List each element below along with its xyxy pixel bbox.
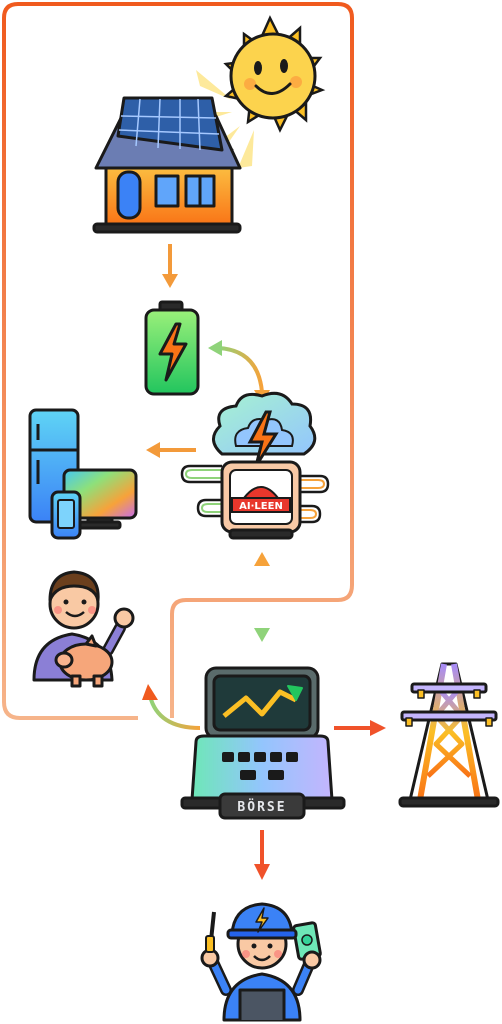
exchange-label: BÖRSE xyxy=(237,799,286,815)
arrow-exchange-to-grid xyxy=(334,720,386,736)
arrow-exchange-to-worker xyxy=(254,830,270,880)
arrow-controller-exchange xyxy=(254,552,270,642)
arrow-exchange-to-saver xyxy=(142,684,201,730)
home-devices-icon xyxy=(28,408,138,540)
aileen-controller-icon xyxy=(220,460,302,540)
man-with-piggy-bank-icon xyxy=(32,570,135,688)
green-wire-loops xyxy=(180,464,330,524)
solar-house-icon xyxy=(92,96,242,234)
cloud-bolt-icon xyxy=(212,391,317,467)
brand-label: AI·LEEN xyxy=(239,501,283,512)
battery-bolt-icon xyxy=(144,300,200,396)
feedback-loop-line xyxy=(2,2,354,720)
arrow-house-to-battery xyxy=(162,244,178,288)
smiling-sun-icon xyxy=(190,15,326,168)
arrow-controller-to-devices xyxy=(146,442,196,458)
electrician-with-money-icon xyxy=(200,902,322,1022)
exchange-terminal-icon xyxy=(180,666,346,820)
power-pylon-icon xyxy=(398,662,500,808)
